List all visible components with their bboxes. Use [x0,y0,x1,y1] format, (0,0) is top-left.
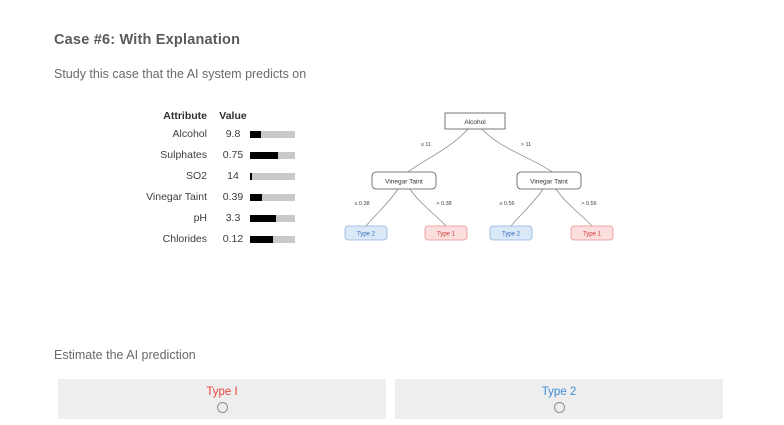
tree-leaf-0-box [344,225,388,241]
attribute-value: 3.3 [225,212,241,224]
tree-leaf-1-label: Type 1 [437,232,456,238]
edge-label-right-rl: ≤ 0.56 [499,201,514,207]
edge-label-root-left: ≤ 11 [421,142,431,148]
edge-right-rr [555,188,593,227]
table-row: SO2 14 [145,171,300,192]
attribute-name: Vinegar Taint [146,191,207,203]
value-bar-fill [250,151,278,159]
value-bar-fill [250,193,263,201]
tree-node-left-box [371,171,437,190]
attribute-name: Chlorides [162,233,207,245]
tree-leaf-3-box [570,225,614,241]
answer-option-label: Type 2 [541,386,577,398]
tree-node-root-label: Alcohol [464,119,486,126]
table-row: Chlorides 0.12 [145,234,300,255]
value-bar-track [250,214,295,222]
edge-left-ll [365,188,399,227]
tree-node-left-label: Vinegar Taint [385,179,423,186]
tree-leaf-2-label: Type 2 [502,232,521,238]
attribute-bar-cell [250,213,300,234]
answer-option-label: Type I [206,386,238,398]
table-header-row: Attribute Value [145,110,300,129]
edge-right-rl [510,188,544,227]
attribute-value: 0.39 [222,191,244,203]
attribute-name: Sulphates [160,149,207,161]
page-title: Case #6: With Explanation [54,32,241,48]
table-row: pH 3.3 [145,213,300,234]
table-row: Vinegar Taint 0.39 [145,192,300,213]
instruction-text: Study this case that the AI system predi… [54,67,307,81]
table-row: Alcohol 9.8 [145,129,300,150]
value-bar-track [250,151,295,159]
column-header-value: Value [219,110,247,122]
attribute-value: 9.8 [225,128,241,140]
table-row: Sulphates 0.75 [145,150,300,171]
decision-tree-diagram: Alcohol ≤ 11 > 11 Vinegar Taint Vinegar … [330,104,630,254]
attribute-bar-cell [250,234,300,255]
tree-leaf-2-box [489,225,533,241]
edge-root-left [407,128,469,173]
edge-left-lr [409,188,447,227]
value-bar-fill [250,172,252,180]
answer-options: Type I Type 2 [58,379,723,419]
attribute-name: SO2 [185,170,207,182]
value-bar-fill [250,130,262,138]
tree-leaf-0-label: Type 2 [357,232,376,238]
attribute-bar-cell [250,171,300,192]
value-bar-track [250,193,295,201]
answer-option-1[interactable]: Type I [58,379,386,419]
attribute-name: Alcohol [172,128,207,140]
edge-label-root-right: > 11 [521,142,531,148]
attribute-name: pH [193,212,207,224]
value-bar-track [250,130,295,138]
value-bar-fill [250,235,274,243]
value-bar-track [250,235,295,243]
value-bar-track [250,172,295,180]
tree-leaf-1-box [424,225,468,241]
edge-root-right [481,128,553,173]
attribute-bar-cell [250,150,300,171]
edge-label-right-rr: > 0.56 [581,201,596,207]
attribute-value: 0.75 [222,149,244,161]
attribute-bar-cell [250,129,300,150]
radio-button[interactable] [216,402,228,413]
column-header-bar [250,110,300,129]
radio-button[interactable] [553,402,565,413]
value-bar-fill [250,214,276,222]
attribute-value: 0.12 [222,233,244,245]
attribute-bar-cell [250,192,300,213]
edge-label-left-ll: ≤ 0.38 [354,201,369,207]
tree-node-right-box [516,171,582,190]
attribute-value: 14 [227,170,239,182]
tree-svg: Alcohol ≤ 11 > 11 Vinegar Taint Vinegar … [344,112,614,241]
column-header-attribute: Attribute [163,110,207,122]
estimate-prompt: Estimate the AI prediction [54,348,196,362]
tree-node-right-label: Vinegar Taint [530,179,568,186]
answer-option-2[interactable]: Type 2 [395,379,723,419]
edge-label-left-lr: > 0.38 [436,201,451,207]
tree-leaf-3-label: Type 1 [583,232,602,238]
tree-node-root-box [444,112,506,130]
